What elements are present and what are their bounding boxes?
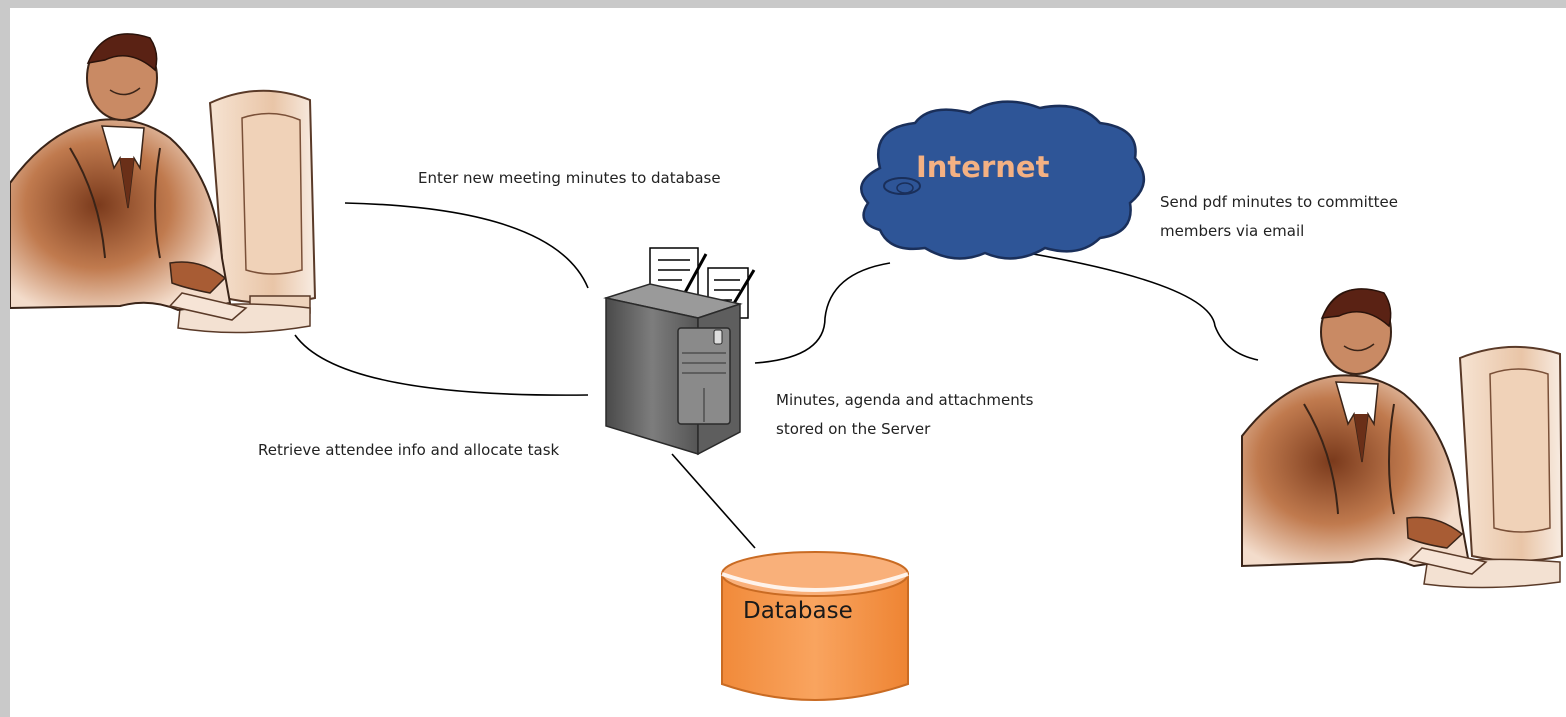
connector-cloud-right — [1009, 249, 1259, 361]
minutes-stored-label: Minutes, agenda and attachments stored o… — [776, 386, 1106, 444]
send-pdf-label: Send pdf minutes to committee members vi… — [1160, 188, 1470, 246]
database-cylinder-icon — [721, 551, 909, 701]
connector-server-cloud — [754, 262, 891, 364]
send-pdf-line-2: members via email — [1160, 222, 1305, 240]
minutes-stored-line-1: Minutes, agenda and attachments — [776, 391, 1034, 409]
diagram-canvas: Enter new meeting minutes to database Re… — [10, 8, 1566, 717]
left-person-icon — [10, 33, 317, 334]
database-label: Database — [743, 598, 853, 624]
send-pdf-line-1: Send pdf minutes to committee — [1160, 193, 1398, 211]
connector-server-database — [671, 453, 756, 549]
connector-left-lower — [294, 334, 589, 396]
right-monitor-icon — [1423, 345, 1564, 589]
enter-minutes-label: Enter new meeting minutes to database — [418, 169, 721, 187]
retrieve-info-label: Retrieve attendee info and allocate task — [258, 441, 560, 459]
internet-label: Internet — [916, 150, 1050, 184]
diagram-svg — [10, 33, 1564, 701]
server-tower-icon — [603, 283, 743, 456]
cloud-icon — [860, 100, 1145, 260]
right-person-icon — [1241, 288, 1564, 589]
minutes-stored-line-2: stored on the Server — [776, 420, 931, 438]
connector-left-upper — [344, 202, 589, 289]
